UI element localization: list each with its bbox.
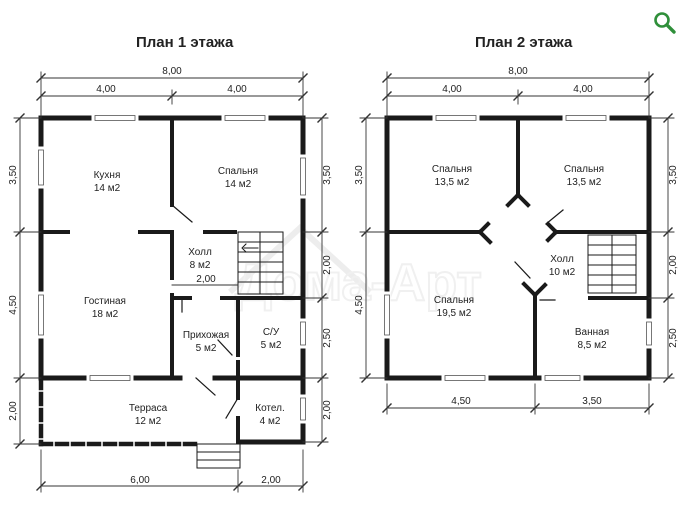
room-entry-name: Прихожая xyxy=(183,330,229,341)
room-bath1-area: 5 м2 xyxy=(261,340,282,351)
watermark: Дома-Арт xyxy=(227,223,483,313)
floor2-dim-total: 8,00 xyxy=(508,66,528,77)
floor2-dim-half-b: 4,00 xyxy=(573,84,593,95)
room-entry-area: 5 м2 xyxy=(196,343,217,354)
floor1-dim-half-a: 4,00 xyxy=(96,84,116,95)
floor1-dim-left3: 2,00 xyxy=(8,401,19,421)
room-terrace-area: 12 м2 xyxy=(135,416,162,427)
floor2-stairs xyxy=(587,234,637,294)
floor2-window-frames xyxy=(384,115,652,381)
room-boiler-area: 4 м2 xyxy=(260,416,281,427)
room-hall1-name: Холл xyxy=(188,247,212,258)
room-living-area: 18 м2 xyxy=(92,309,119,320)
room2-bedroom3-name: Спальня xyxy=(434,295,474,306)
floor1-dim-total: 8,00 xyxy=(162,66,182,77)
room-bath1-name: С/У xyxy=(263,327,280,338)
floor2-dim-bottom1: 4,50 xyxy=(451,396,471,407)
floor1-terrace xyxy=(38,375,198,447)
room2-bedroom2-name: Спальня xyxy=(564,164,604,175)
floor1-dim-bottom2: 2,00 xyxy=(261,475,281,486)
room2-hall-name: Холл xyxy=(550,254,574,265)
room2-bedroom1-name: Спальня xyxy=(432,164,472,175)
floor1-doors xyxy=(171,204,239,419)
floor2-windows xyxy=(383,114,653,382)
floor2-dim-right2: 2,00 xyxy=(668,255,679,275)
floor1-dim-right3: 2,50 xyxy=(322,328,333,348)
floor1-window-frames xyxy=(38,115,306,421)
floor1-stairs xyxy=(237,231,284,295)
floor1-windows xyxy=(37,114,307,424)
floor2-dim-half-a: 4,00 xyxy=(442,84,462,95)
floor2-dim-bottom2: 3,50 xyxy=(582,396,602,407)
floor1-inner-walls xyxy=(39,116,305,444)
room2-bedroom2-area: 13,5 м2 xyxy=(567,177,602,188)
floor1-plan xyxy=(13,71,329,493)
floor2-plan xyxy=(359,71,675,415)
floor2-dim-ticks xyxy=(361,73,673,413)
floor1-dim-right2: 2,00 xyxy=(322,255,333,275)
floor2-dim-left1: 3,50 xyxy=(354,165,365,185)
floor1-dim-ticks xyxy=(15,73,327,491)
floor1-dim-inner: 2,00 xyxy=(196,274,216,285)
room2-bathroom-area: 8,5 м2 xyxy=(577,340,607,351)
floor1-dim-right1: 3,50 xyxy=(322,165,333,185)
floor2-dimensions xyxy=(359,71,675,415)
floor2-dim-left2: 4,50 xyxy=(354,295,365,315)
room-hall1-area: 8 м2 xyxy=(190,260,211,271)
floor2-dim-right3: 2,50 xyxy=(668,328,679,348)
room-terrace-name: Терраса xyxy=(129,403,168,414)
floor1-dim-left1: 3,50 xyxy=(8,165,19,185)
room-kitchen-area: 14 м2 xyxy=(94,183,121,194)
room2-bathroom-name: Ванная xyxy=(575,327,609,338)
floor2-doors xyxy=(514,209,564,301)
watermark-text: Дома-Арт xyxy=(235,254,482,312)
room2-hall-area: 10 м2 xyxy=(549,267,576,278)
floor1-title: План 1 этажа xyxy=(136,34,234,51)
room-bedroom1-area: 14 м2 xyxy=(225,179,252,190)
room-living-name: Гостиная xyxy=(84,296,126,307)
room2-bedroom3-area: 19,5 м2 xyxy=(437,308,472,319)
room-kitchen-name: Кухня xyxy=(94,170,121,181)
floor2-dim-right1: 3,50 xyxy=(668,165,679,185)
zoom-icon[interactable] xyxy=(652,10,678,36)
room2-bedroom1-area: 13,5 м2 xyxy=(435,177,470,188)
floor1-dim-left2: 4,50 xyxy=(8,295,19,315)
floor2-inner-walls xyxy=(385,116,651,380)
floor2-title: План 2 этажа xyxy=(475,34,573,51)
room-boiler-name: Котел. xyxy=(255,403,284,414)
floor1-dim-half-b: 4,00 xyxy=(227,84,247,95)
floor1-dim-right4: 2,00 xyxy=(322,400,333,420)
floor1-dim-bottom1: 6,00 xyxy=(130,475,150,486)
room-bedroom1-name: Спальня xyxy=(218,166,258,177)
floor1-entry-steps xyxy=(196,443,241,469)
